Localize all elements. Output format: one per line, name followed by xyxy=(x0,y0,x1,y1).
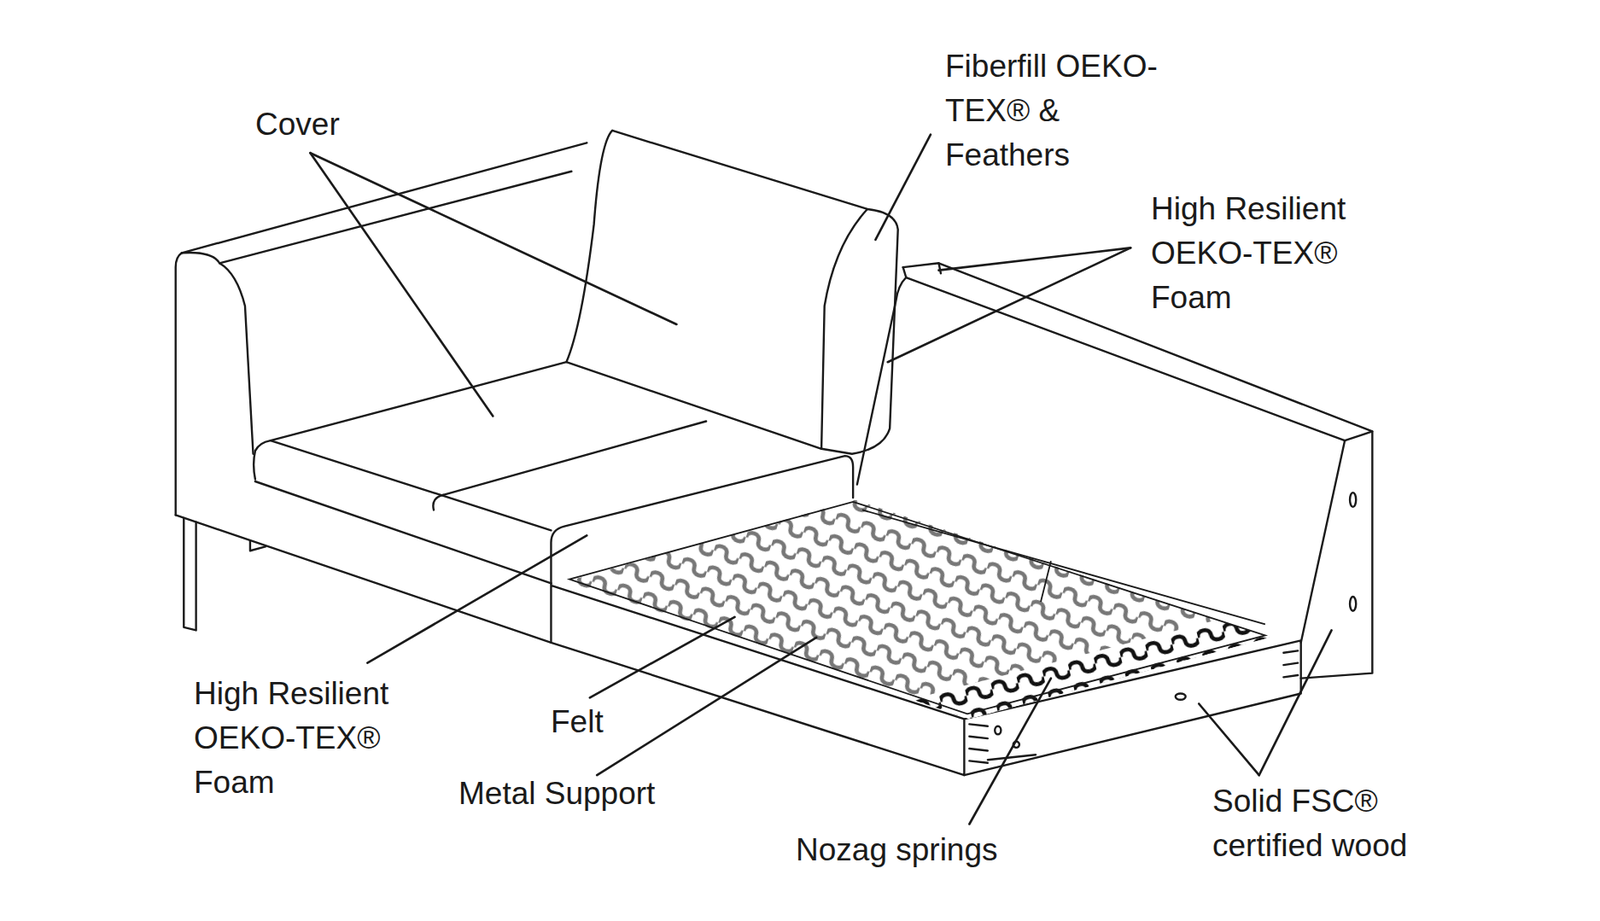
nozag-springs xyxy=(566,500,1270,720)
callout-label: Cover xyxy=(255,102,486,147)
callout-label: Solid FSC® certified wood xyxy=(1212,779,1443,869)
callout-label: Nozag springs xyxy=(795,828,1155,873)
callout-label: High Resilient OEKO-TEX® Foam xyxy=(193,671,425,806)
callout-label: Felt xyxy=(550,700,782,745)
callout-label: Fiberfill OEKO-TEX® & Feathers xyxy=(945,44,1176,178)
callout-label: High Resilient OEKO-TEX® Foam xyxy=(1150,186,1382,321)
callout-label: Metal Support xyxy=(458,771,818,817)
felt-outline xyxy=(569,502,1266,715)
